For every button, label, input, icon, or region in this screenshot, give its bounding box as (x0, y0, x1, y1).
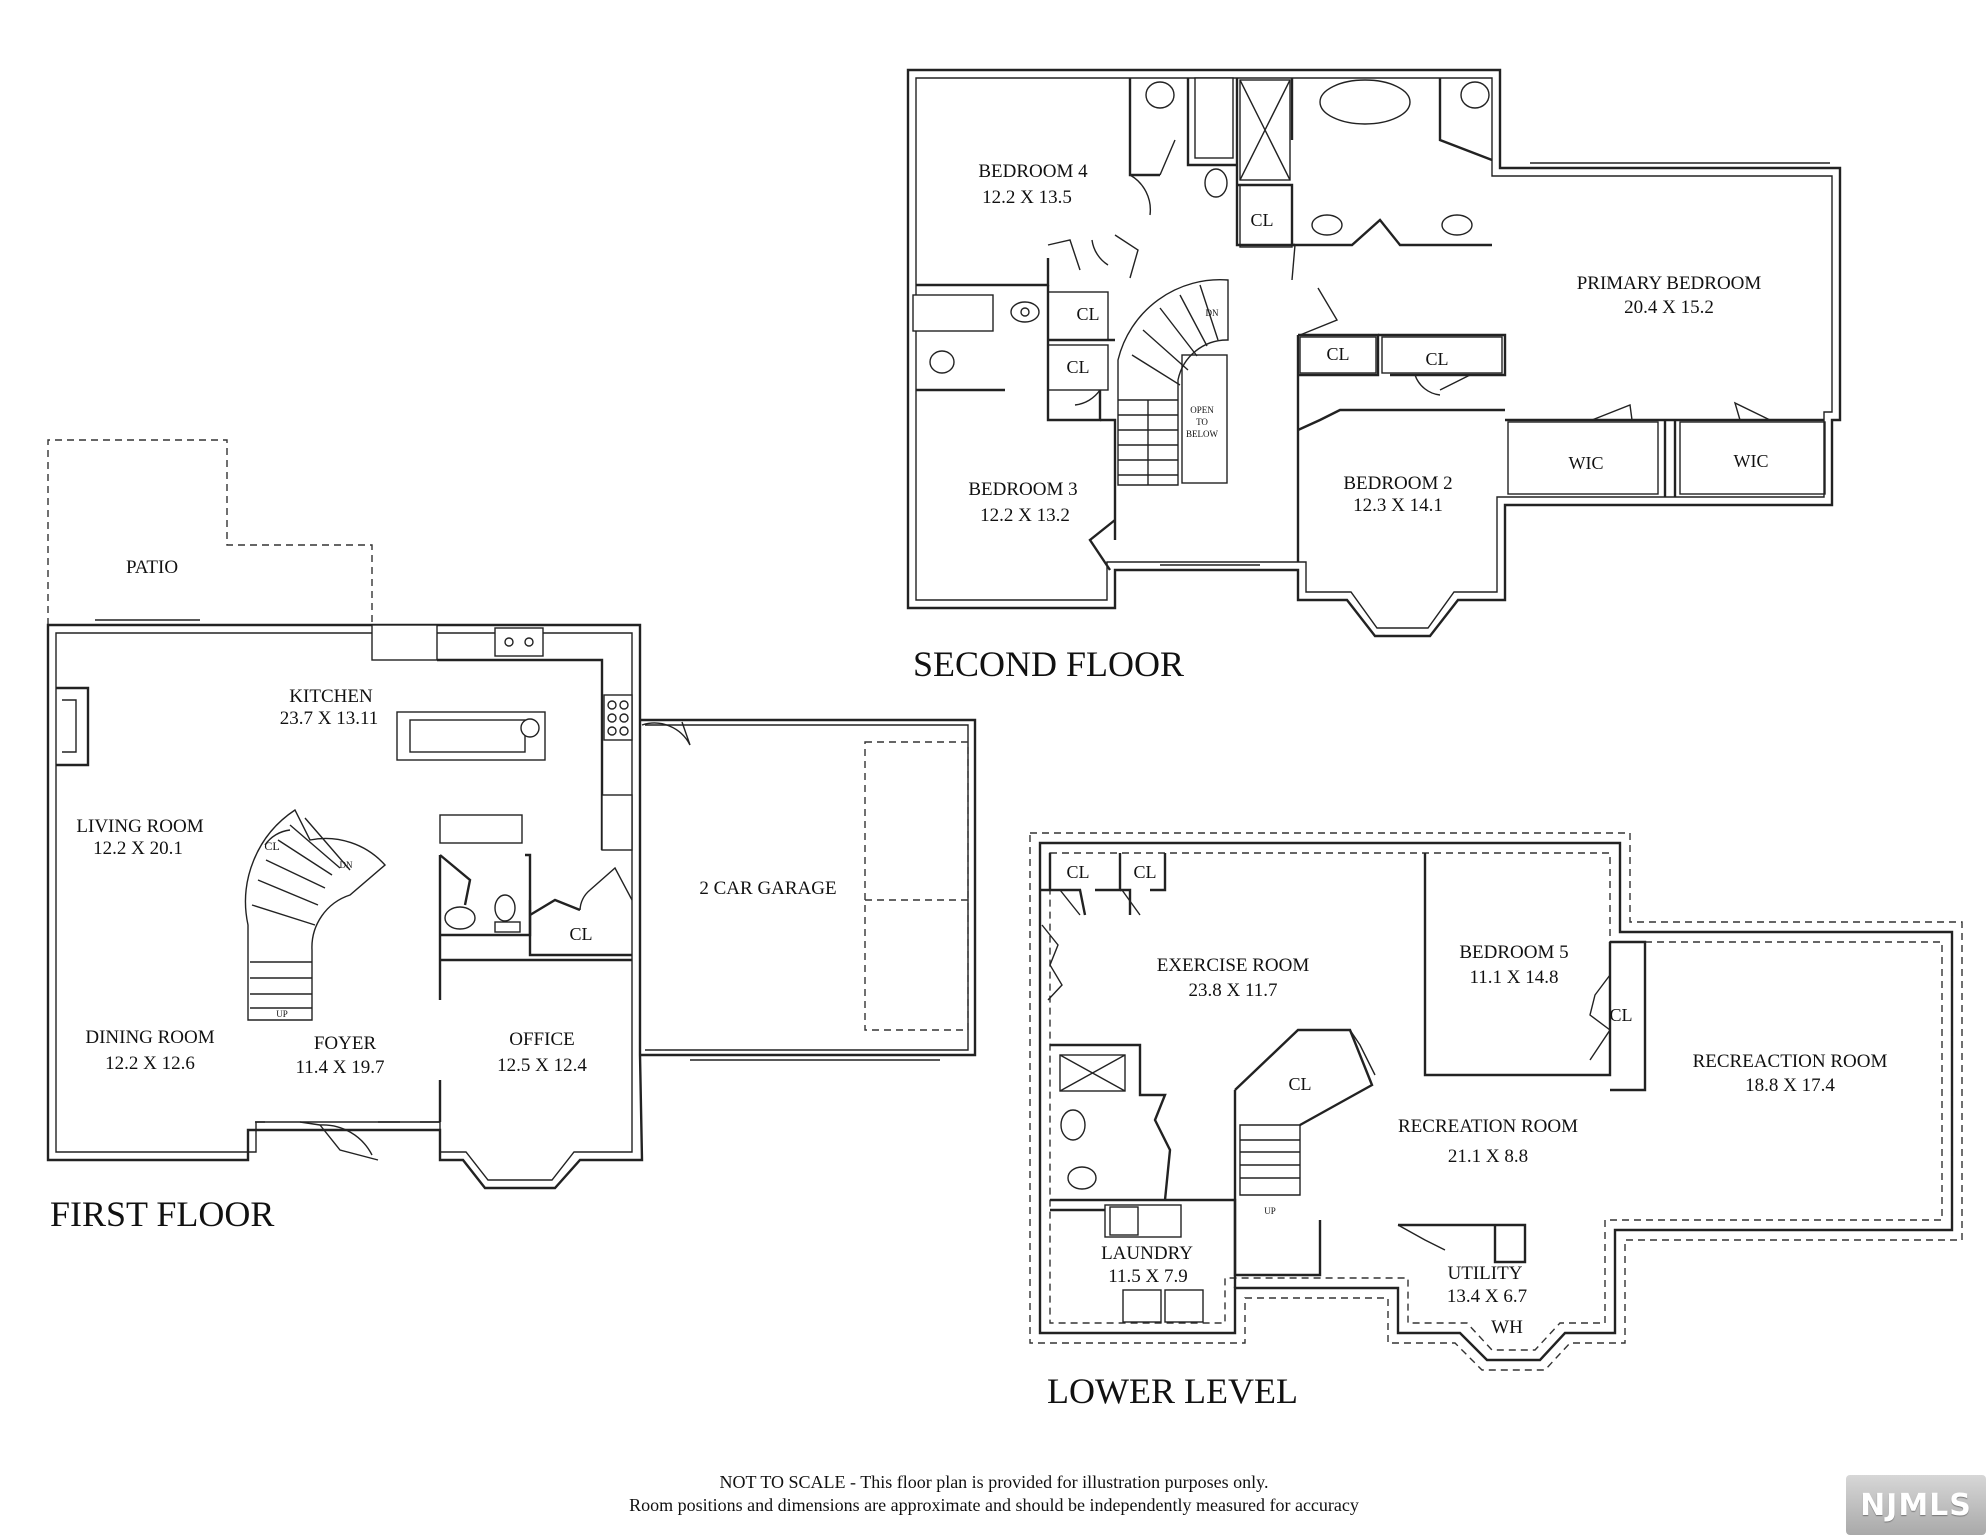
closet-label: CL (1326, 344, 1349, 364)
room-name-bedroom2: BEDROOM 2 (1343, 473, 1452, 494)
disclaimer-line-2: Room positions and dimensions are approx… (629, 1495, 1359, 1515)
room-dims-exercise: 23.8 X 11.7 (1188, 980, 1277, 1001)
stair-dn-label: DN (340, 860, 353, 870)
disclaimer-line-1: NOT TO SCALE - This floor plan is provid… (720, 1472, 1269, 1492)
stair-up-label: UP (1264, 1206, 1276, 1216)
room-dims-laundry: 11.5 X 7.9 (1108, 1266, 1188, 1287)
room-dims-kitchen: 23.7 X 13.11 (280, 708, 379, 729)
room-dims-foyer: 11.4 X 19.7 (295, 1057, 384, 1078)
room-name-kitchen: KITCHEN (289, 686, 373, 707)
closet-label: CL (1425, 349, 1448, 369)
room-dims-bedroom3: 12.2 X 13.2 (980, 505, 1070, 526)
closet-label: CL (264, 839, 279, 853)
room-dims-primary: 20.4 X 15.2 (1624, 297, 1714, 318)
first-floor-outline (46, 623, 644, 1190)
closet-label: CL (1066, 357, 1089, 377)
room-dims-bedroom2: 12.3 X 14.1 (1353, 495, 1443, 516)
closet-label: CL (1609, 1005, 1632, 1025)
room-name-primary: PRIMARY BEDROOM (1577, 273, 1762, 294)
second-floor-plan: BEDROOM 4 12.2 X 13.5 BEDROOM 3 12.2 X 1… (906, 68, 1842, 684)
room-name-exercise: EXERCISE ROOM (1157, 955, 1310, 976)
room-dims-bedroom5: 11.1 X 14.8 (1469, 967, 1558, 988)
patio-outline (47, 439, 373, 625)
room-name-recreation: RECREATION ROOM (1398, 1116, 1578, 1137)
closet-label: CL (569, 924, 592, 944)
room-name-office: OFFICE (509, 1029, 574, 1050)
closet-label: CL (1133, 862, 1156, 882)
room-name-foyer: FOYER (314, 1033, 377, 1054)
open-below-label: BELOW (1186, 429, 1218, 439)
room-name-bedroom4: BEDROOM 4 (978, 161, 1088, 182)
room-name-bedroom3: BEDROOM 3 (968, 479, 1077, 500)
room-dims-living: 12.2 X 20.1 (93, 838, 183, 859)
open-below-label: TO (1196, 417, 1208, 427)
wic-label: WIC (1569, 453, 1604, 473)
room-dims-dining: 12.2 X 12.6 (105, 1053, 195, 1074)
room-dims-recreation: 21.1 X 8.8 (1448, 1146, 1528, 1167)
room-name-recreaction: RECREACTION ROOM (1693, 1051, 1888, 1072)
open-below-label: OPEN (1190, 405, 1214, 415)
room-name-laundry: LAUNDRY (1101, 1243, 1193, 1264)
lower-level-plan: EXERCISE ROOM 23.8 X 11.7 BEDROOM 5 11.1… (1029, 832, 1963, 1411)
lower-level-label: LOWER LEVEL (1047, 1371, 1298, 1411)
closet-label: CL (1076, 304, 1099, 324)
second-floor-outline (906, 68, 1842, 638)
wic-label: WIC (1734, 451, 1769, 471)
room-dims-office: 12.5 X 12.4 (497, 1055, 587, 1076)
stair-up-label: UP (276, 1009, 288, 1019)
room-dims-bedroom4: 12.2 X 13.5 (982, 187, 1072, 208)
first-floor-label: FIRST FLOOR (50, 1194, 274, 1234)
water-heater-label: WH (1491, 1317, 1523, 1338)
room-name-patio: PATIO (126, 557, 178, 578)
first-floor-plan: PATIO KITCHEN 23.7 X 13.11 LIVING ROOM 1… (46, 439, 977, 1234)
closet-label: CL (1066, 862, 1089, 882)
njmls-logo-text: NJMLS (1860, 1487, 1972, 1523)
room-name-living: LIVING ROOM (76, 816, 203, 837)
room-name-garage: 2 CAR GARAGE (699, 878, 836, 899)
closet-label: CL (1288, 1074, 1311, 1094)
second-floor-label: SECOND FLOOR (913, 644, 1184, 684)
room-dims-utility: 13.4 X 6.7 (1447, 1286, 1527, 1307)
stair-dn-label: DN (1206, 308, 1219, 318)
room-name-bedroom5: BEDROOM 5 (1459, 942, 1568, 963)
room-name-dining: DINING ROOM (85, 1027, 214, 1048)
room-name-utility: UTILITY (1448, 1263, 1523, 1284)
lower-level-outline (1038, 841, 1954, 1362)
room-dims-recreaction: 18.8 X 17.4 (1745, 1075, 1835, 1096)
closet-label: CL (1250, 210, 1273, 230)
njmls-logo: NJMLS (1846, 1475, 1986, 1535)
